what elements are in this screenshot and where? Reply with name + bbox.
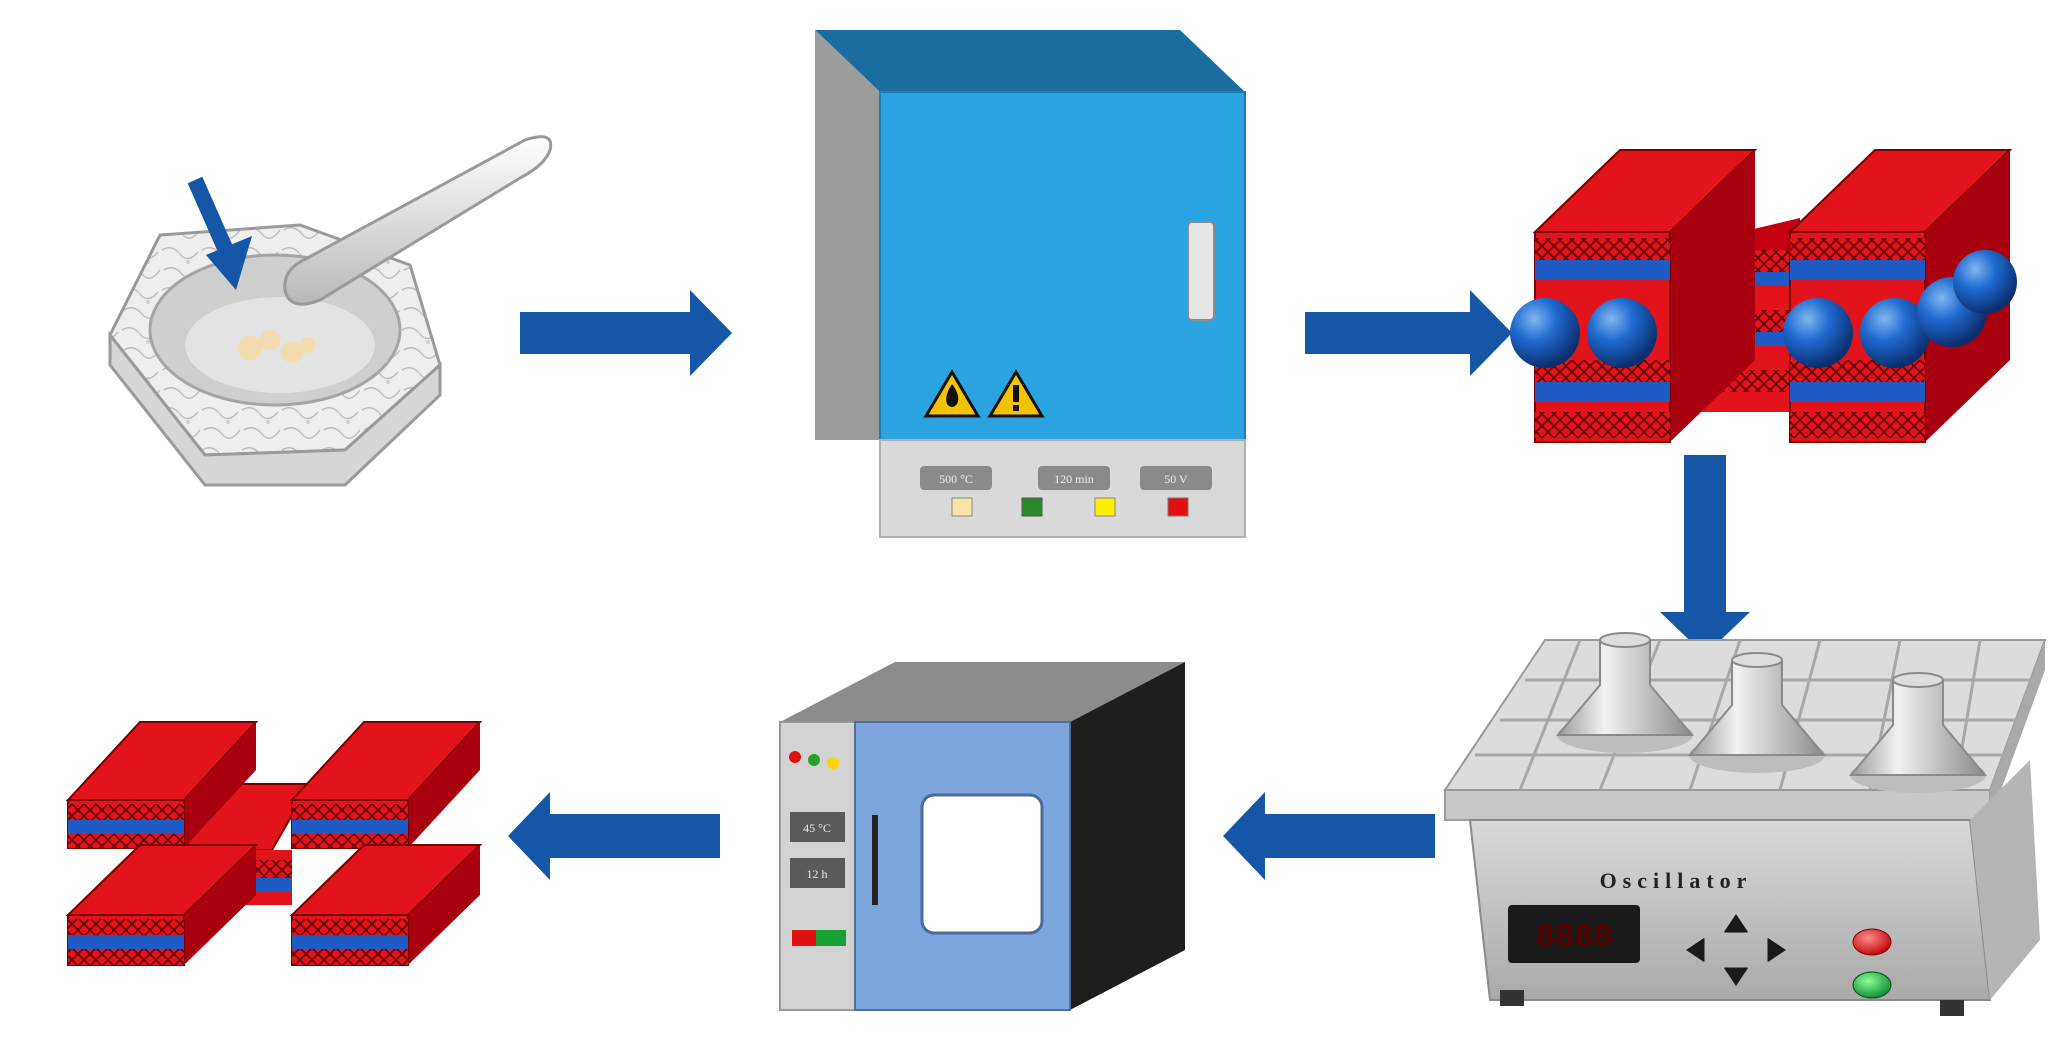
oven-time-label: 12 h (807, 867, 828, 881)
furnace-voltage-display (1140, 466, 1212, 490)
indicator-light (1094, 497, 1116, 517)
oscillator-red-button (1852, 928, 1892, 956)
furnace-temp-display (920, 466, 992, 490)
process-arrow-right (520, 290, 732, 376)
exclamation-warning-icon (987, 369, 1045, 418)
oscillator-green-button (1852, 971, 1892, 999)
furnace-door-handle (1187, 221, 1215, 321)
process-arrow-left (508, 792, 720, 880)
indicator-light (951, 497, 973, 517)
oscillator-shaker: Oscillator 8888 (1443, 632, 2047, 1016)
flask-icon (1848, 672, 1988, 793)
furnace-voltage-label: 50 V (1164, 472, 1188, 486)
furnace-time-label: 120 min (1054, 472, 1094, 486)
furnace-time-display (1038, 466, 1110, 490)
process-arrow-right (1305, 290, 1512, 376)
oscillator-label: Oscillator (1600, 868, 1753, 893)
oven-window (920, 793, 1044, 935)
indicator-light (1021, 497, 1043, 517)
process-arrow-left (1223, 792, 1435, 880)
mortar-and-pestle-icon (108, 135, 553, 487)
oscillator-display (1508, 905, 1640, 963)
furnace-temp-label: 500 °C (939, 472, 973, 486)
oven-temp-label: 45 °C (803, 821, 831, 835)
flask-icon (1687, 652, 1827, 773)
indicator-light (1167, 497, 1189, 517)
ion-sphere-icon (1860, 298, 1930, 368)
oscillator-display-value: 8888 (1536, 919, 1613, 956)
ion-sphere-icon (1953, 250, 2017, 314)
ion-sphere-icon (1510, 298, 1580, 368)
layered-structure-with-ions (1510, 149, 2017, 443)
process-arrow-down (1660, 455, 1750, 655)
flask-icon (1555, 632, 1695, 753)
ion-sphere-icon (1587, 298, 1657, 368)
drying-oven: 45 °C 12 h (779, 662, 1185, 1011)
muffle-furnace: 500 °C 120 min 50 V (815, 30, 1246, 538)
ion-sphere-icon (1783, 298, 1853, 368)
flame-warning-icon (923, 369, 981, 418)
oven-door-handle (872, 815, 878, 905)
final-layered-structure (65, 721, 483, 966)
